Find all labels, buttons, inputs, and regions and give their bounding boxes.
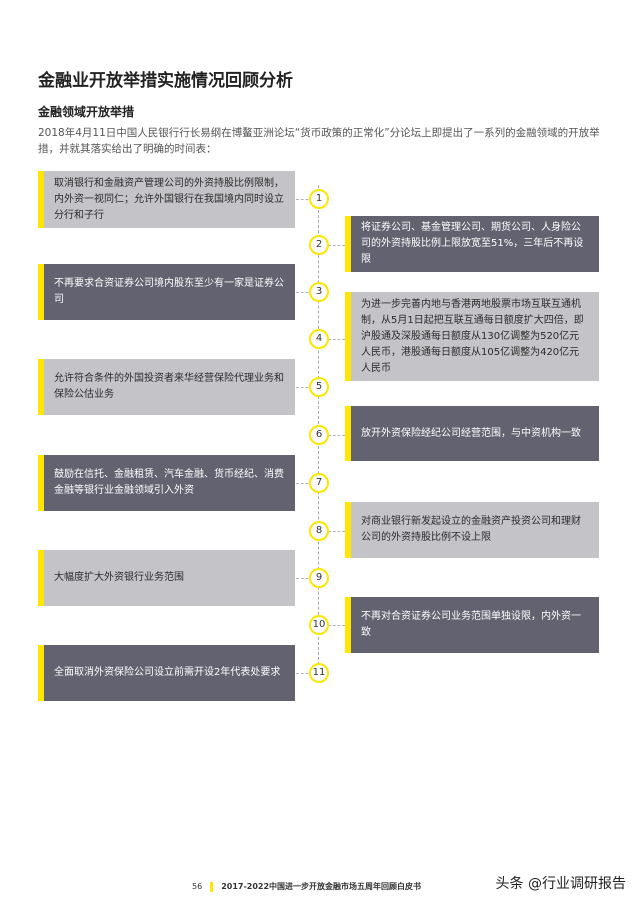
timeline-item-6: 放开外资保险经纪公司经营范围，与中资机构一致 <box>345 406 599 461</box>
timeline-marker-5: 5 <box>309 377 329 397</box>
timeline-item-text: 鼓励在信托、金融租赁、汽车金融、货币经纪、消费金融等银行业金融领域引入外资 <box>54 469 284 496</box>
connector-line <box>296 387 318 388</box>
timeline-item-text: 对商业银行新发起设立的金融资产投资公司和理财公司的外资持股比例不设上限 <box>361 516 581 543</box>
accent-bar <box>345 502 351 558</box>
connector-line <box>319 435 345 436</box>
accent-bar <box>345 406 351 461</box>
timeline-item-4: 为进一步完善内地与香港两地股票市场互联互通机制，从5月1日起把互联互通每日额度扩… <box>345 292 599 381</box>
watermark: 头条 @行业调研报告 <box>495 876 626 892</box>
accent-bar <box>345 292 351 381</box>
accent-bar <box>38 359 44 415</box>
connector-line <box>296 578 318 579</box>
footer-accent-bar <box>210 881 214 892</box>
accent-bar <box>345 597 351 653</box>
connector-line <box>319 339 345 340</box>
connector-line <box>319 531 345 532</box>
timeline-item-text: 不再对合资证券公司业务范围单独设限，内外资一致 <box>361 611 581 638</box>
timeline-item-1: 取消银行和金融资产管理公司的外资持股比例限制，内外资一视同仁；允许外国银行在我国… <box>38 171 295 228</box>
connector-line <box>319 245 345 246</box>
intro-paragraph: 2018年4月11日中国人民银行行长易纲在博鳌亚洲论坛“货币政策的正常化”分论坛… <box>38 127 600 155</box>
accent-bar <box>38 645 44 701</box>
connector-line <box>296 673 318 674</box>
section-subtitle: 金融领域开放举措 <box>38 105 135 119</box>
accent-bar <box>38 550 44 606</box>
connector-line <box>296 483 318 484</box>
page-title: 金融业开放举措实施情况回顾分析 <box>38 71 293 91</box>
timeline-marker-7: 7 <box>309 473 329 493</box>
timeline-item-text: 大幅度扩大外资银行业务范围 <box>54 572 184 583</box>
timeline-marker-9: 9 <box>309 568 329 588</box>
timeline-marker-8: 8 <box>309 521 329 541</box>
connector-line <box>296 292 318 293</box>
connector-line <box>319 625 345 626</box>
accent-bar <box>345 216 351 272</box>
page-footer: 56 2017-2022中国进一步开放金融市场五周年回顾白皮书 <box>192 881 421 892</box>
timeline-item-5: 允许符合条件的外国投资者来华经营保险代理业务和保险公估业务 <box>38 359 295 415</box>
connector-line <box>296 199 318 200</box>
timeline-item-10: 不再对合资证券公司业务范围单独设限，内外资一致 <box>345 597 599 653</box>
timeline-item-11: 全面取消外资保险公司设立前需开设2年代表处要求 <box>38 645 295 701</box>
page-number: 56 <box>192 882 203 891</box>
accent-bar <box>38 455 44 511</box>
timeline-marker-1: 1 <box>309 189 329 209</box>
timeline-item-text: 取消银行和金融资产管理公司的外资持股比例限制，内外资一视同仁；允许外国银行在我国… <box>54 177 284 221</box>
timeline-item-text: 不再要求合资证券公司境内股东至少有一家是证券公司 <box>54 278 284 305</box>
timeline-item-text: 放开外资保险经纪公司经营范围，与中资机构一致 <box>361 427 581 439</box>
timeline-item-text: 为进一步完善内地与香港两地股票市场互联互通机制，从5月1日起把互联互通每日额度扩… <box>361 298 584 374</box>
timeline-marker-6: 6 <box>309 425 329 445</box>
timeline-marker-4: 4 <box>309 329 329 349</box>
timeline-item-text: 全面取消外资保险公司设立前需开设2年代表处要求 <box>54 667 281 678</box>
timeline-marker-11: 11 <box>309 663 329 683</box>
footer-title: 2017-2022中国进一步开放金融市场五周年回顾白皮书 <box>221 882 422 891</box>
timeline-item-3: 不再要求合资证券公司境内股东至少有一家是证券公司 <box>38 264 295 320</box>
accent-bar <box>38 264 44 320</box>
timeline-item-text: 允许符合条件的外国投资者来华经营保险代理业务和保险公估业务 <box>54 373 284 400</box>
timeline-item-9: 大幅度扩大外资银行业务范围 <box>38 550 295 606</box>
timeline-marker-3: 3 <box>309 282 329 302</box>
timeline-marker-10: 10 <box>309 615 329 635</box>
timeline-item-2: 将证券公司、基金管理公司、期货公司、人身险公司的外资持股比例上限放宽至51%，三… <box>345 216 599 272</box>
timeline-marker-2: 2 <box>309 235 329 255</box>
accent-bar <box>38 171 44 228</box>
timeline-item-8: 对商业银行新发起设立的金融资产投资公司和理财公司的外资持股比例不设上限 <box>345 502 599 558</box>
timeline-item-7: 鼓励在信托、金融租赁、汽车金融、货币经纪、消费金融等银行业金融领域引入外资 <box>38 455 295 511</box>
timeline-item-text: 将证券公司、基金管理公司、期货公司、人身险公司的外资持股比例上限放宽至51%，三… <box>361 222 584 265</box>
